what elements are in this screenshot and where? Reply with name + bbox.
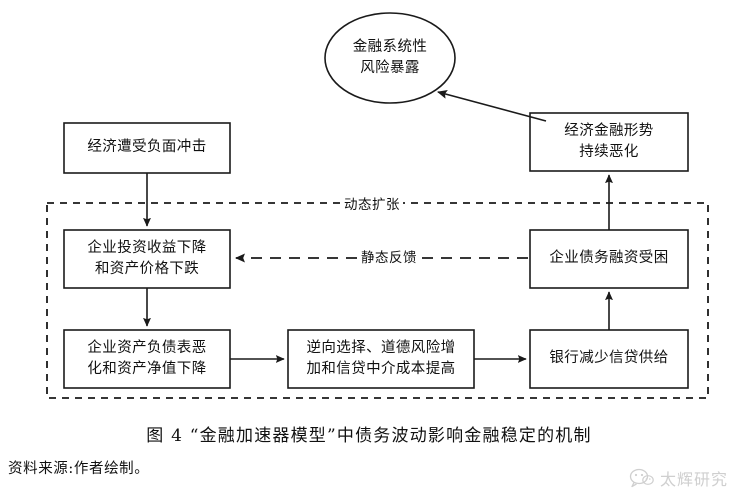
node-investment-return-drop-shape[interactable] [63,229,231,289]
node-balance-sheet-deterioration-shape[interactable] [63,329,231,389]
node-negative-shock-shape[interactable] [63,122,231,174]
edge-deterioration-to-systemic-risk [437,89,547,122]
node-bank-credit-reduction-shape[interactable] [529,329,689,389]
node-adverse-selection-shape[interactable] [287,329,475,389]
node-systemic-risk-shape[interactable] [324,12,456,104]
node-econ-deterioration-shape[interactable] [529,112,689,172]
figure-source-note: 资料来源:作者绘制。 [8,461,150,477]
node-debt-financing-distress-shape[interactable] [529,229,689,289]
wechat-bubble-icon [629,468,654,488]
edge-label-static-feedback: 静态反馈 [358,246,420,266]
edge-label-dynamic-expansion: 动态扩张 [341,193,403,213]
watermark: 太辉研究 [628,466,728,490]
watermark-text: 太辉研究 [659,470,728,489]
figure-caption: 图 4 “金融加速器模型”中债务波动影响金融稳定的机制 [146,426,592,446]
